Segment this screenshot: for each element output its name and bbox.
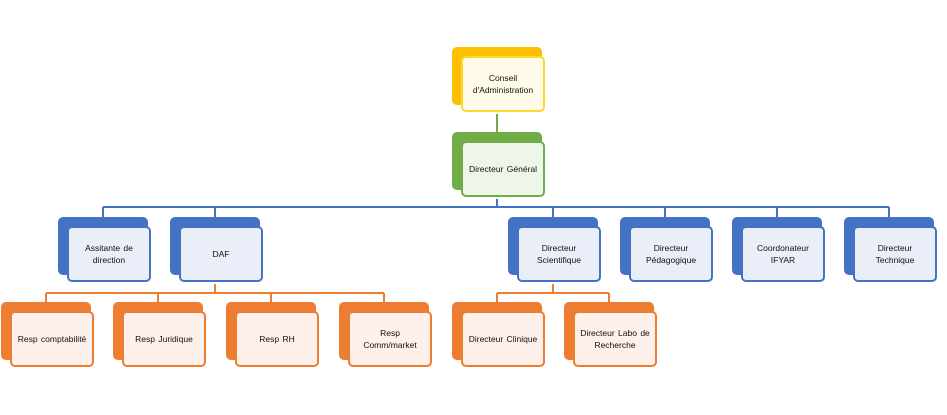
node-label: Directeur Pédagogique <box>629 226 713 282</box>
node-label: Directeur Technique <box>853 226 937 282</box>
node-label: Assitante de direction <box>67 226 151 282</box>
connector-daf-level3 <box>45 284 385 302</box>
node-label: Resp RH <box>235 311 319 367</box>
node-label: Directeur Scientifique <box>517 226 601 282</box>
node-label: Conseil d'Administration <box>461 56 545 112</box>
node-label: Coordonateur IFYAR <box>741 226 825 282</box>
connector-dg-level2 <box>102 199 890 217</box>
node-label: Directeur Labo de Recherche <box>573 311 657 367</box>
node-label: Directeur Clinique <box>461 311 545 367</box>
node-label: Resp Comm/market <box>348 311 432 367</box>
connector-scientifique-level3 <box>496 284 610 302</box>
node-label: Resp comptabilité <box>10 311 94 367</box>
node-label: Resp Juridique <box>122 311 206 367</box>
node-label: Directeur Général <box>461 141 545 197</box>
node-label: DAF <box>179 226 263 282</box>
